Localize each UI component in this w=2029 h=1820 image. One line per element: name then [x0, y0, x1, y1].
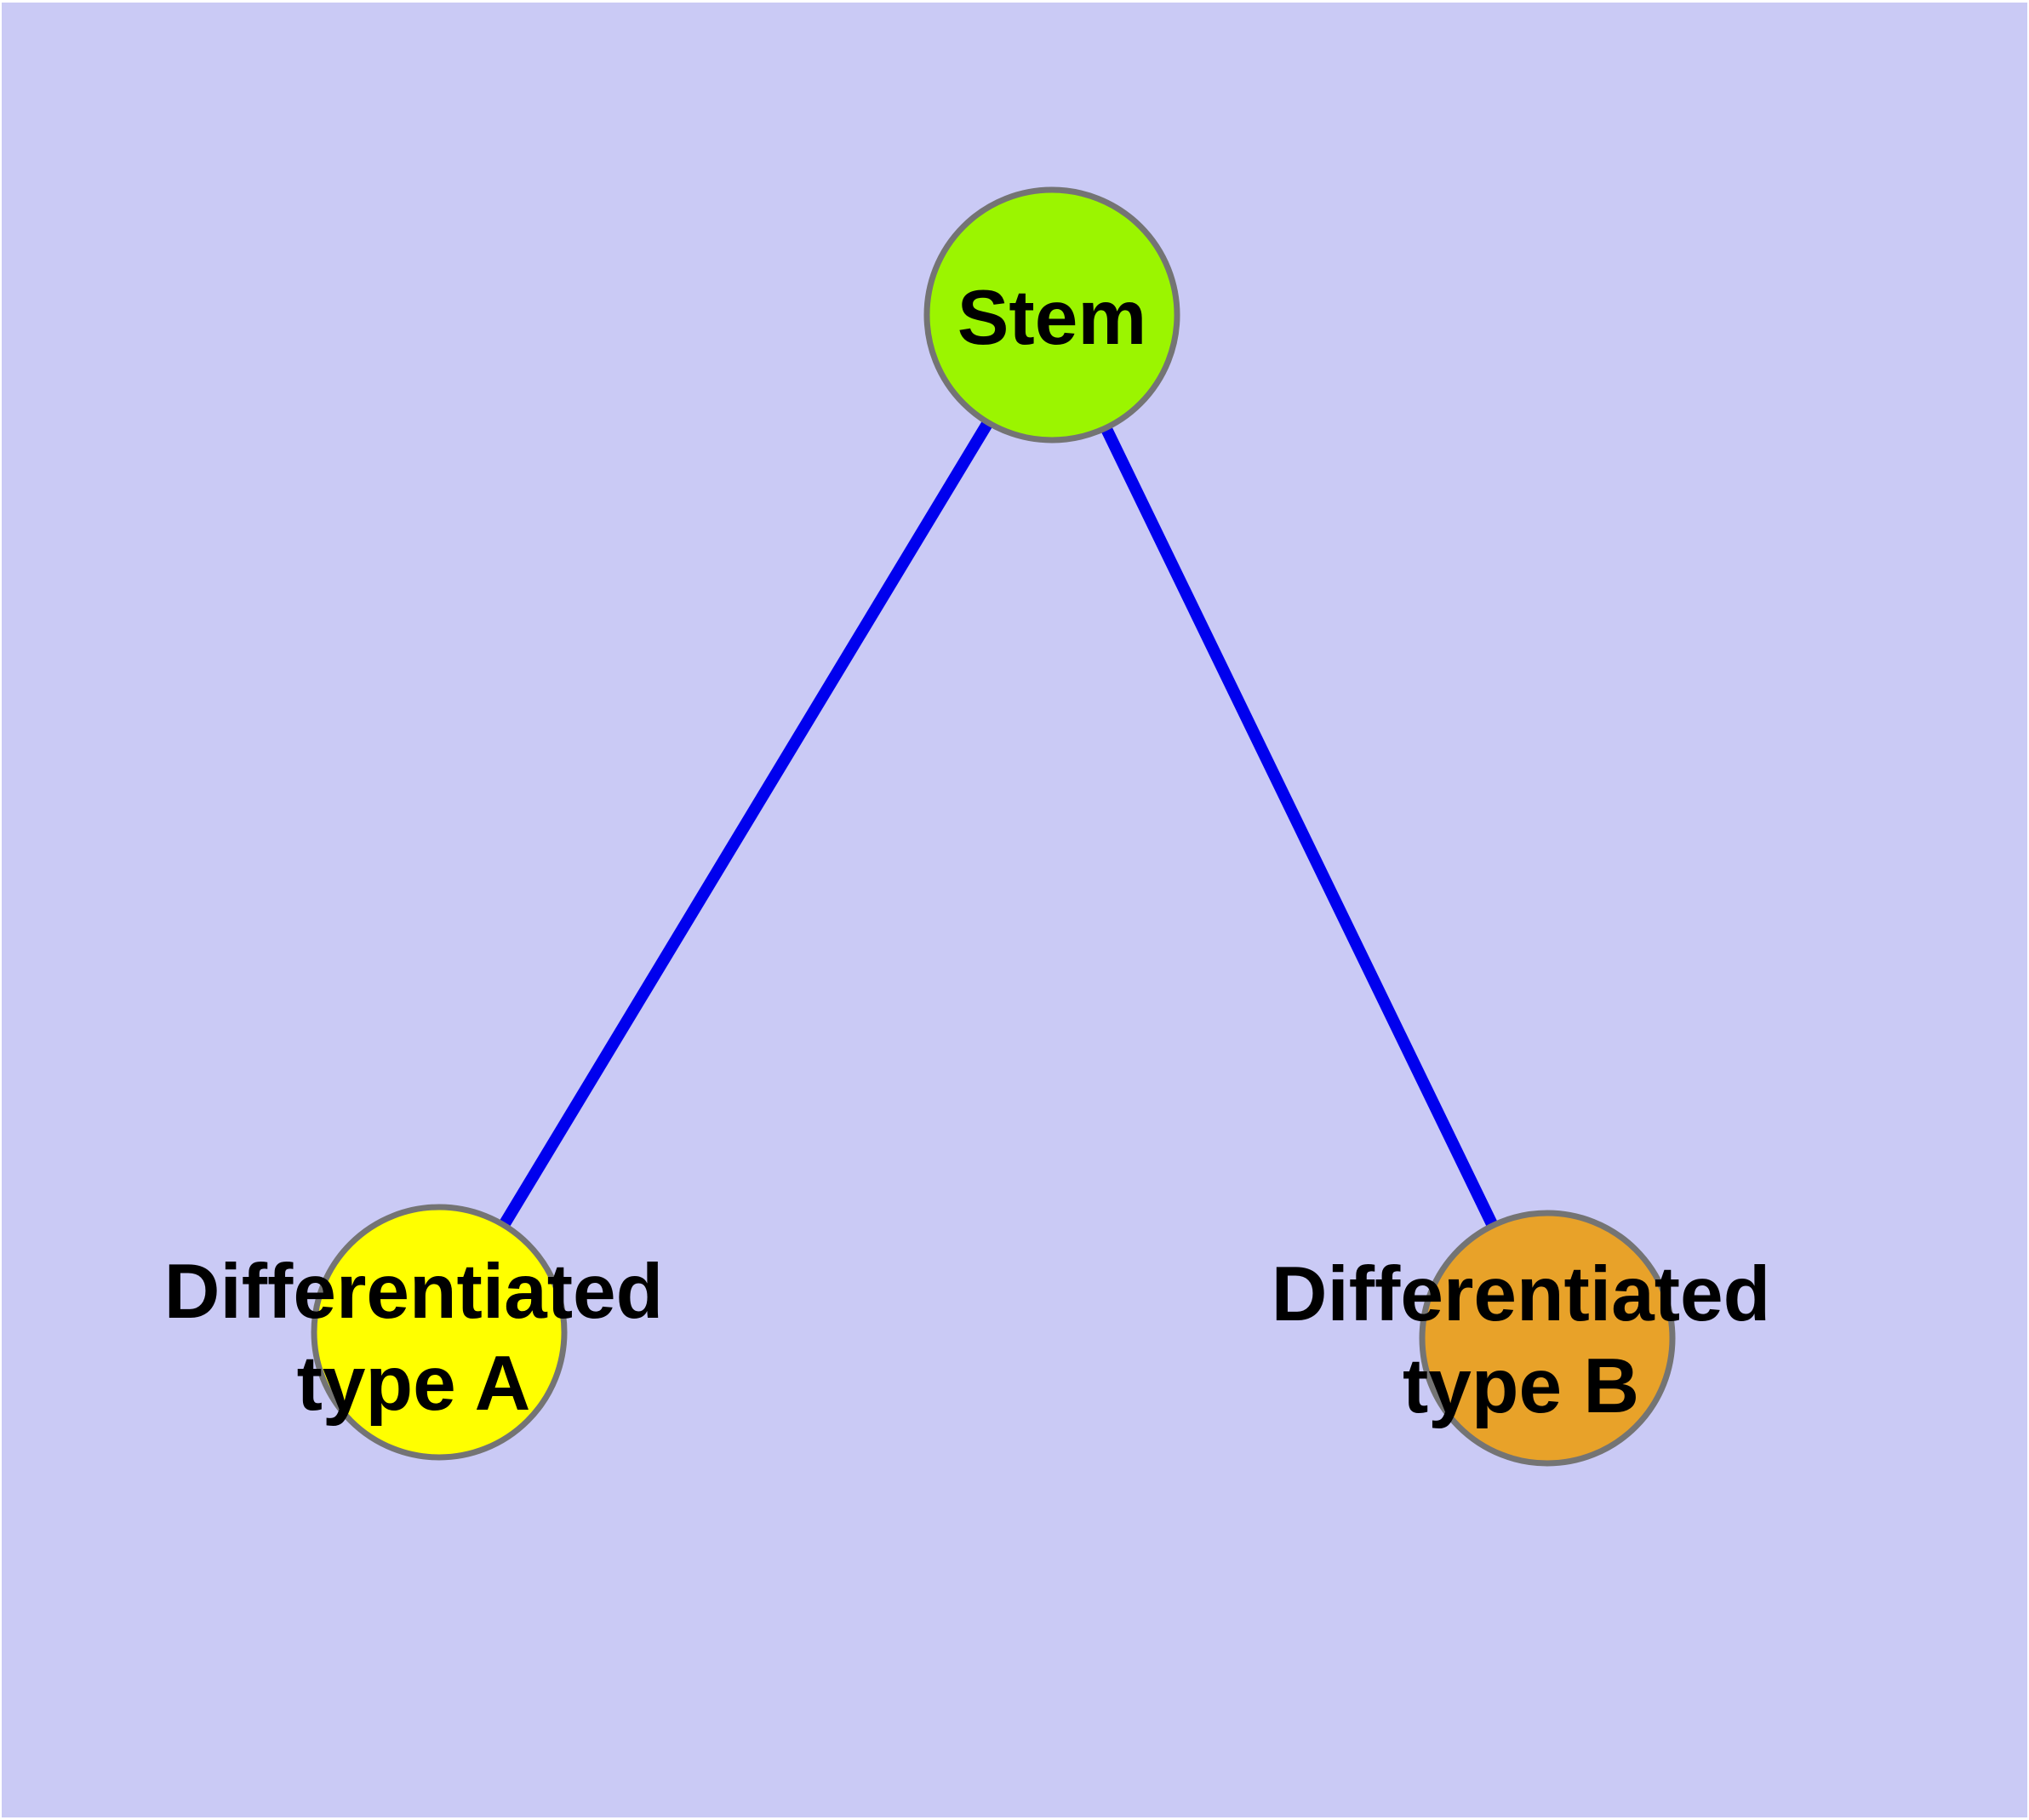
node-type-a-label-line2: type A: [296, 1341, 531, 1427]
edge-stem-to-type-a: [434, 313, 1057, 1336]
edge-stem-to-type-b: [1046, 313, 1553, 1342]
node-differentiated-type-a-label: Differentiated type A: [164, 1246, 664, 1430]
node-stem: [923, 186, 1180, 444]
node-differentiated-type-a: [311, 1204, 568, 1461]
node-type-a-label-line1: Differentiated: [163, 1249, 664, 1335]
node-stem-label-line1: Stem: [957, 275, 1147, 361]
node-type-b-label-line1: Differentiated: [1271, 1251, 1771, 1337]
node-differentiated-type-b-label: Differentiated type B: [1272, 1249, 1771, 1433]
node-stem-label: Stem: [957, 272, 1147, 364]
node-type-b-label-line2: type B: [1402, 1343, 1640, 1429]
node-differentiated-type-b: [1419, 1210, 1676, 1467]
